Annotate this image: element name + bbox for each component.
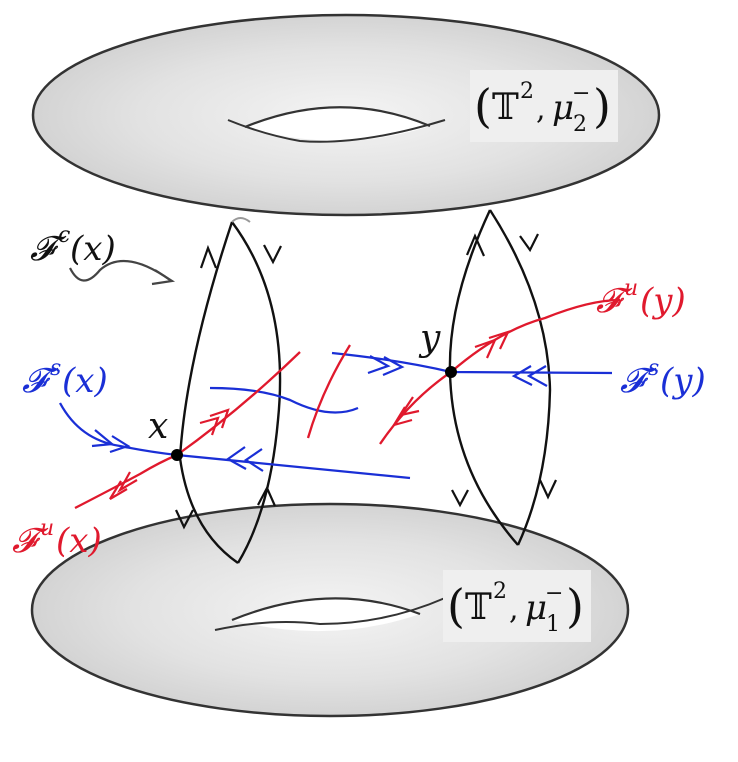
svg-text:𝕋: 𝕋 bbox=[465, 587, 492, 628]
svg-text:(x): (x) bbox=[62, 361, 108, 401]
svg-text:s: s bbox=[50, 356, 61, 381]
unstable-arrows bbox=[109, 330, 511, 500]
svg-text:1: 1 bbox=[546, 612, 560, 637]
svg-text:u: u bbox=[40, 516, 54, 541]
svg-text:𝕋: 𝕋 bbox=[492, 87, 519, 128]
bottom-torus-label-box bbox=[443, 570, 591, 642]
point-y-dot bbox=[445, 366, 457, 378]
svg-text:2: 2 bbox=[493, 579, 507, 604]
center-leaf-x bbox=[178, 217, 282, 564]
svg-text:,: , bbox=[509, 592, 519, 627]
stable-arrows bbox=[91, 355, 548, 472]
svg-text:(: ( bbox=[474, 79, 492, 133]
bottom-torus bbox=[30, 502, 630, 718]
svg-text:μ: μ bbox=[525, 588, 547, 628]
center-arrows bbox=[175, 233, 557, 530]
label-center-x: 𝓕 c (x) bbox=[30, 223, 116, 269]
point-x-label: x bbox=[148, 406, 168, 447]
unstable-curves bbox=[74, 298, 621, 510]
svg-text:2: 2 bbox=[573, 112, 587, 137]
svg-text:(x): (x) bbox=[56, 521, 102, 561]
svg-text:2: 2 bbox=[520, 79, 534, 104]
svg-text:,: , bbox=[536, 92, 546, 127]
label-unstable-y: 𝓕 u (y) bbox=[596, 276, 686, 321]
svg-text:s: s bbox=[648, 356, 659, 381]
bottom-torus-label: ( 𝕋 2 , μ − 1 ) bbox=[447, 579, 584, 637]
svg-text:u: u bbox=[624, 276, 638, 301]
svg-text:c: c bbox=[58, 223, 70, 248]
svg-text:(y): (y) bbox=[660, 361, 706, 401]
svg-text:): ) bbox=[593, 79, 611, 133]
svg-text:−: − bbox=[545, 581, 563, 606]
label-unstable-x: 𝓕 u (x) bbox=[12, 516, 102, 561]
top-torus-label-box bbox=[470, 70, 618, 142]
label-stable-y: 𝓕 s (y) bbox=[620, 356, 706, 401]
top-torus-label: ( 𝕋 2 , μ − 2 ) bbox=[474, 79, 611, 137]
point-x-dot bbox=[171, 449, 183, 461]
svg-text:(: ( bbox=[447, 579, 465, 633]
point-y-label: y bbox=[418, 318, 441, 359]
svg-text:(y): (y) bbox=[640, 281, 686, 321]
label-stable-x: 𝓕 s (x) bbox=[22, 356, 108, 401]
svg-text:): ) bbox=[566, 579, 584, 633]
center-pointer-arrow bbox=[69, 259, 171, 282]
top-torus bbox=[31, 13, 661, 217]
center-pointer-arrowhead bbox=[151, 269, 176, 286]
svg-text:(x): (x) bbox=[70, 229, 116, 269]
svg-text:−: − bbox=[572, 81, 590, 106]
svg-text:μ: μ bbox=[552, 88, 574, 128]
